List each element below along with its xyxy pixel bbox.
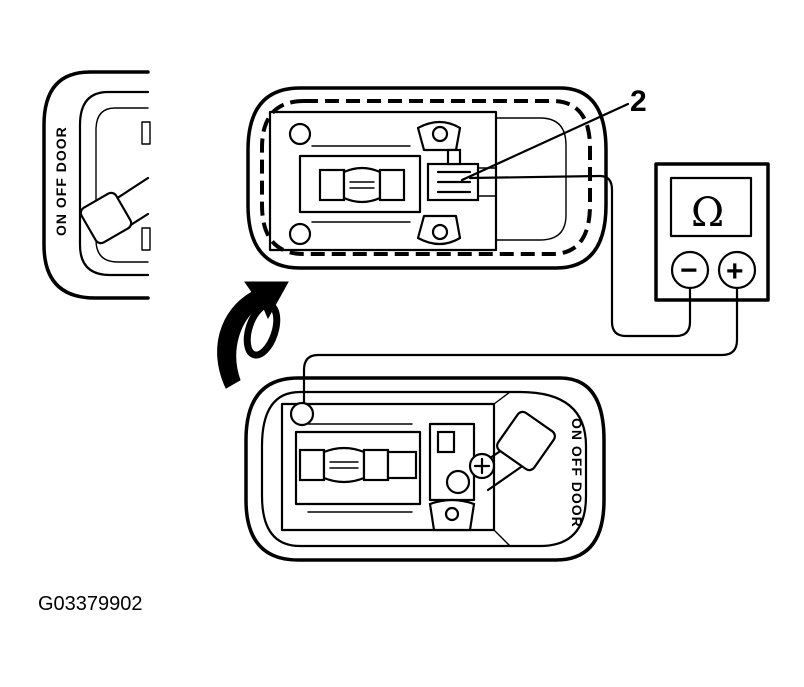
ohmmeter: Ω − +	[654, 162, 770, 302]
flip-arrow	[217, 281, 289, 389]
test-lead-positive	[302, 286, 739, 412]
bulb-bottom	[298, 446, 418, 484]
callout-number-2: 2	[630, 85, 647, 118]
negative-terminal-sign: −	[680, 254, 698, 287]
mount-hole-bottom-left	[288, 222, 312, 246]
positive-terminal-sign: +	[726, 255, 744, 288]
switch-positions-label-bottom: ON OFF DOOR	[569, 418, 585, 528]
switch-mechanism	[428, 410, 556, 532]
switch-positions-label-left: ON OFF DOOR	[53, 126, 69, 236]
bulb-top	[318, 166, 406, 204]
switch-knob-detail	[79, 176, 150, 245]
switch-detail-view: ON OFF DOOR	[42, 70, 151, 300]
lead-contact-point	[289, 401, 315, 427]
callout-leader-2	[460, 102, 630, 182]
lamp-housing-bottom: ON OFF DOOR	[244, 376, 606, 562]
test-leads	[302, 174, 739, 412]
lamp-housing-top	[246, 86, 608, 270]
test-lead-negative	[468, 174, 692, 338]
figure-id: G03379902	[38, 593, 143, 615]
switch-knob	[496, 410, 556, 472]
mount-hole-top-left	[288, 122, 312, 146]
ohmmeter-display-symbol: Ω	[691, 190, 724, 236]
terminal-2	[426, 148, 480, 202]
